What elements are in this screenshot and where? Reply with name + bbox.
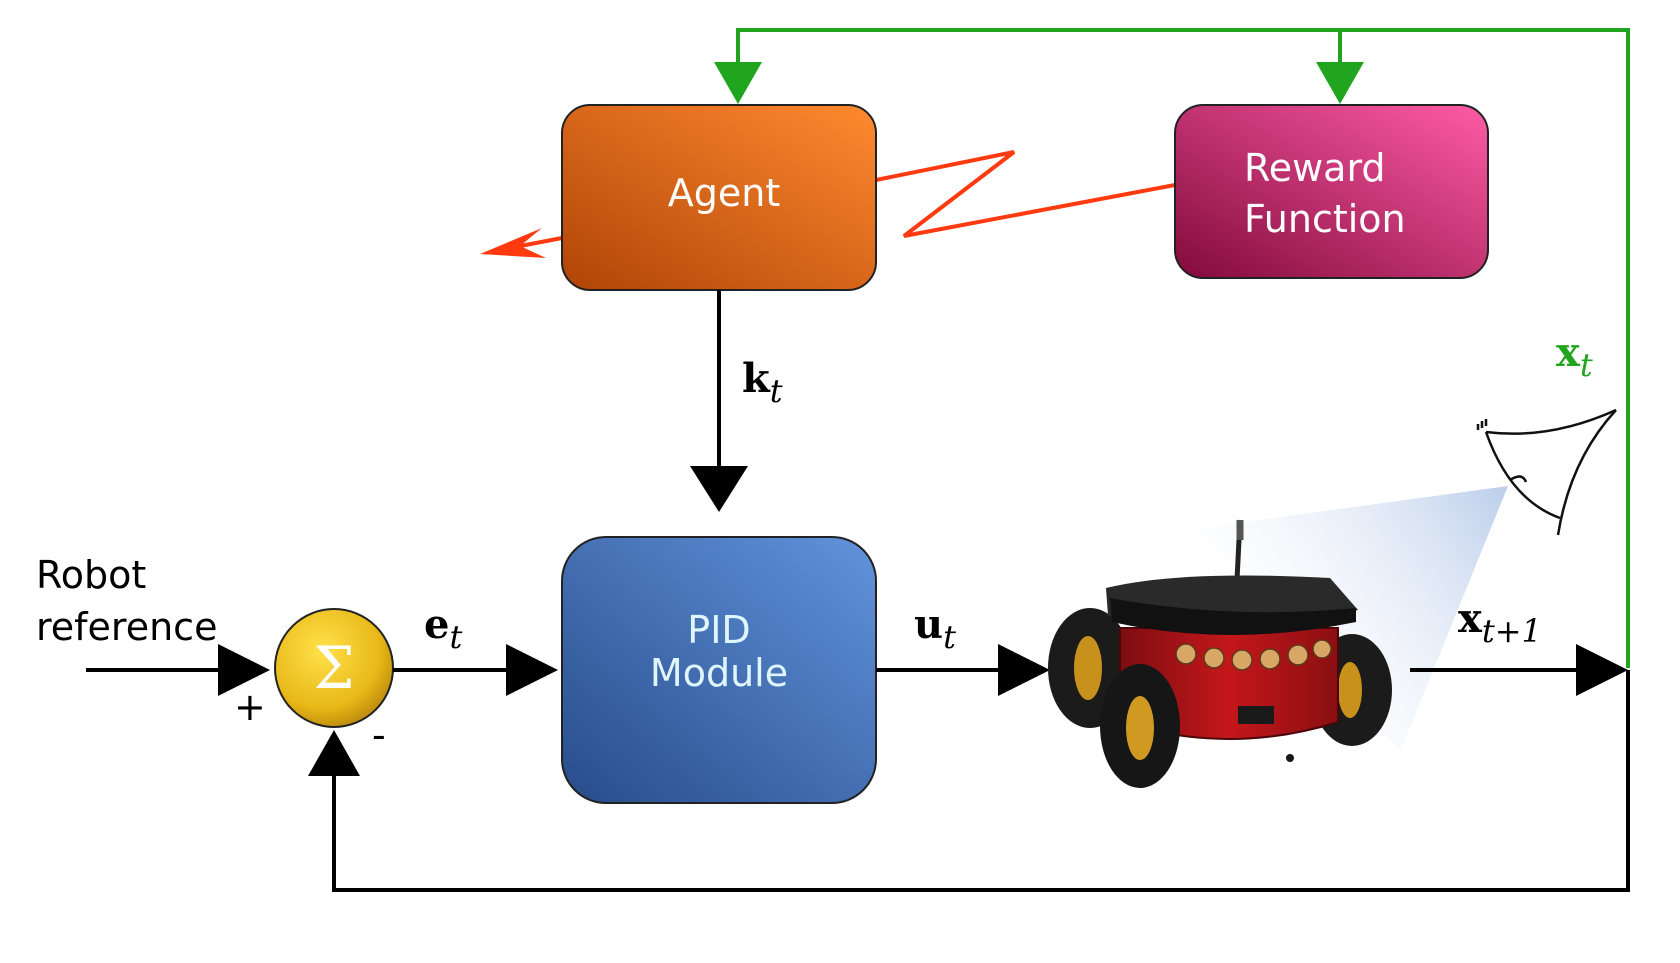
svg-text:Function: Function [1244,197,1406,241]
summation-node: Σ [274,608,394,728]
reference-arrow-head [218,644,270,696]
agent-block: Agent [561,104,877,291]
pid-module-block: PID Module [561,536,877,804]
k-signal-label: k [742,355,771,402]
reward-label-line1: Reward [1244,146,1386,190]
svg-text:kt: kt [742,355,783,410]
minus-sign: - [372,713,386,757]
reward-function-block: Reward Function [1174,104,1489,279]
svg-text:ut: ut [914,601,956,656]
input-label-line2: reference [36,605,217,649]
input-label-line1: Robot [36,553,146,597]
feedback-loop-line [332,670,1630,892]
arrow-into-agent [714,62,762,104]
output-arrow-head [1576,644,1628,696]
svg-text:Reward: Reward [1244,146,1386,190]
control-arrow-head [998,644,1050,696]
x-signal-sub: t [1580,346,1593,384]
e-signal-sub: t [449,618,462,656]
plus-sign: + [234,685,266,729]
svg-text:xt: xt [1556,329,1593,384]
action-arrow-head [480,228,546,258]
svg-text:et: et [424,601,462,656]
gains-arrow-head [690,466,748,512]
svg-text:Robot: Robot [36,553,146,597]
reward-label-line2: Function [1244,197,1406,241]
reward-signal-line [875,150,1176,238]
x-next-signal-label: x [1458,595,1483,642]
svg-text:PID: PID [687,608,750,652]
x-signal-label: x [1556,329,1581,376]
arrow-into-reward [1316,62,1364,104]
robot-icon [1048,519,1392,788]
u-signal-sub: t [943,618,956,656]
k-signal-sub: t [770,372,783,410]
u-signal-label: u [914,601,943,648]
error-arrow-head [506,644,558,696]
eye-icon [1476,408,1617,536]
agent-label: Agent [668,171,780,215]
feedback-arrow-head [308,730,360,776]
sigma-symbol: Σ [313,634,354,702]
svg-text:xt+1: xt+1 [1458,595,1542,650]
pid-label-line2: Module [650,651,788,695]
e-signal-label: e [424,601,449,648]
pid-label-line1: PID [687,608,750,652]
x-next-signal-sub: t+1 [1482,612,1542,650]
svg-text:Module: Module [650,651,788,695]
green-line-main [736,28,1630,668]
svg-text:reference: reference [36,605,217,649]
